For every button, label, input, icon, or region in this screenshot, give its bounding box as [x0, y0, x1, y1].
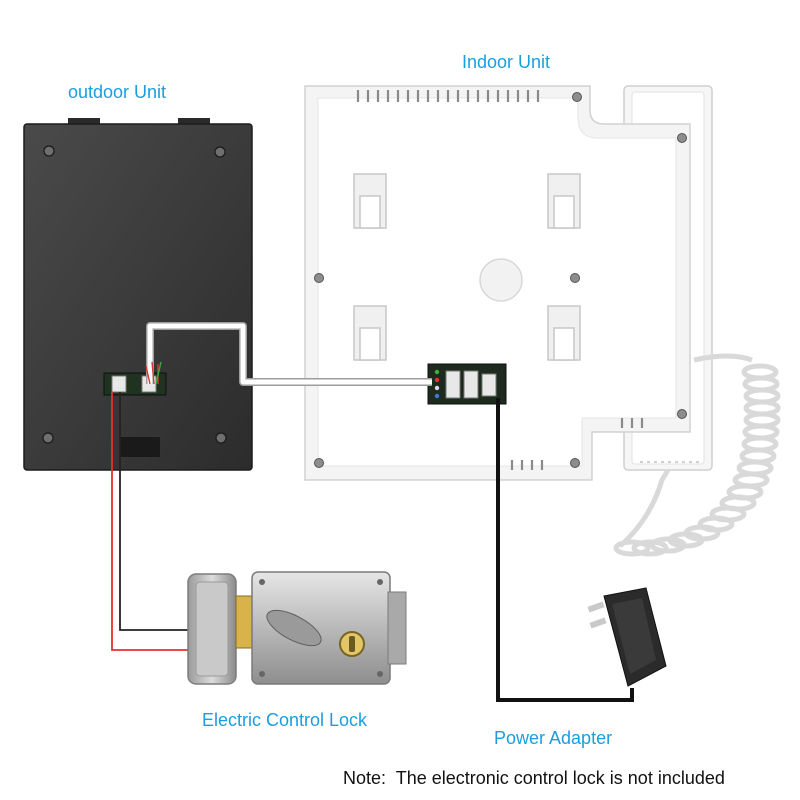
vent-slots-bottom — [510, 418, 644, 470]
outdoor-unit-label: outdoor Unit — [68, 82, 167, 102]
electric-lock-label: Electric Control Lock — [202, 710, 368, 730]
lock-wires — [111, 392, 192, 651]
indoor-unit-label: Indoor Unit — [462, 52, 551, 72]
coiled-handset-cord — [613, 353, 781, 557]
indoor-terminal-block — [427, 363, 507, 405]
indoor-screws — [314, 92, 687, 468]
power-adapter — [587, 587, 667, 687]
outdoor-screws — [42, 145, 227, 444]
mounting-hooks — [353, 173, 581, 361]
power-cable — [496, 398, 634, 702]
outdoor-unit — [23, 118, 253, 471]
signal-cable — [145, 322, 432, 386]
center-knob — [479, 258, 523, 302]
vent-slots-top — [356, 90, 540, 102]
electric-lock — [187, 571, 407, 685]
outdoor-slot — [120, 437, 160, 457]
power-adapter-label: Power Adapter — [494, 728, 613, 748]
footnote: Note: The electronic control lock is not… — [343, 768, 725, 788]
